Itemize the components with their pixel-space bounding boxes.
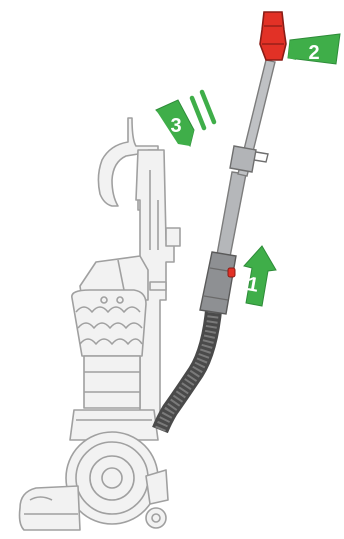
step-3-arrow: 3	[156, 92, 214, 146]
vacuum-hose	[160, 306, 214, 430]
vacuum-rear-wheel	[146, 508, 166, 528]
step-2-label: 2	[308, 42, 319, 64]
wand-release-button	[228, 268, 235, 277]
vacuum-bin	[84, 356, 140, 408]
motion-line	[192, 98, 204, 128]
step-2-arrow: 2	[288, 34, 340, 64]
step-1-arrow: 1	[244, 246, 276, 306]
wand-clamp	[230, 146, 256, 172]
vacuum-cleaner-head	[20, 486, 81, 530]
wand-cuff	[200, 252, 236, 314]
vacuum-body-ghost	[20, 118, 181, 530]
motion-line	[202, 92, 214, 122]
step-3-label: 3	[170, 115, 181, 137]
wand-lower-tube	[216, 172, 246, 262]
wand-top-release	[260, 12, 286, 60]
